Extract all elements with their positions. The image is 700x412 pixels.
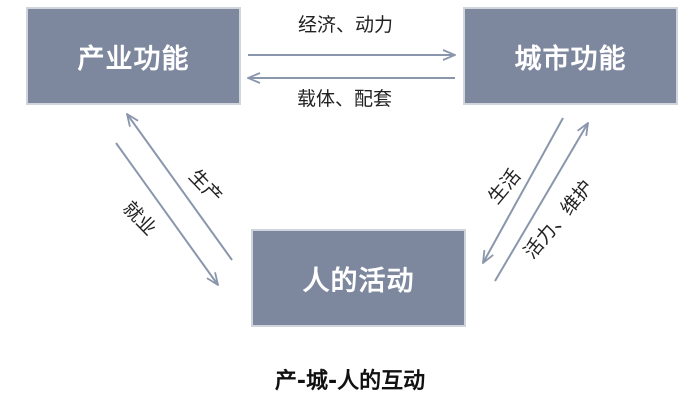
node-industry-function: 产业功能 xyxy=(26,7,241,105)
node-human-activity: 人的活动 xyxy=(251,229,466,327)
edge-label-economy-power: 经济、动力 xyxy=(298,14,394,36)
edge-label-carrier-support: 载体、配套 xyxy=(297,88,393,110)
arrow-industry-to-human xyxy=(115,142,218,285)
arrow-city-to-human xyxy=(483,117,564,263)
node-city-function: 城市功能 xyxy=(463,7,678,105)
diagram-caption: 产-城-人的互动 xyxy=(274,369,426,394)
arrow-human-to-industry xyxy=(127,114,233,261)
arrow-human-to-city xyxy=(494,123,588,282)
